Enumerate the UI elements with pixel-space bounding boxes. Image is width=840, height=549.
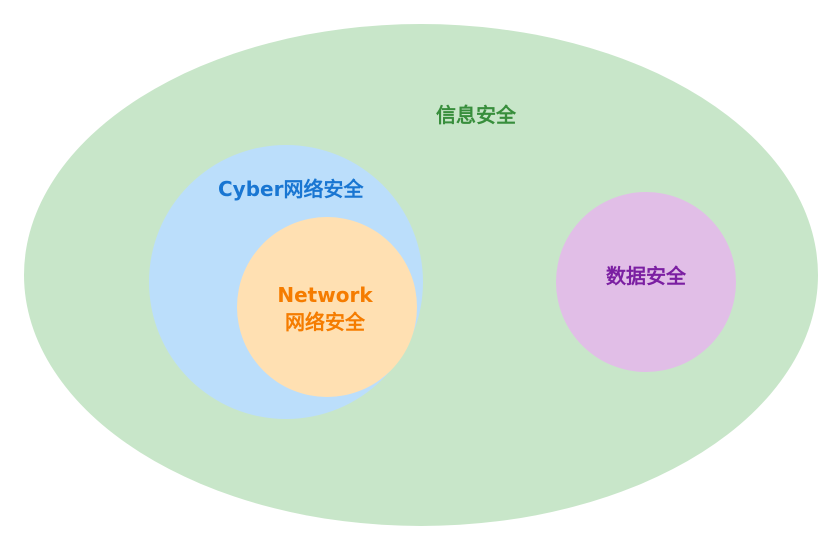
network-security-label-line1: Network [277, 283, 373, 307]
network-security-circle [237, 217, 417, 397]
information-security-label: 信息安全 [436, 103, 516, 127]
data-security-label: 数据安全 [606, 264, 686, 288]
data-security-circle [556, 192, 736, 372]
network-security-label-line2: 网络安全 [285, 310, 365, 334]
cyber-security-label: Cyber网络安全 [218, 177, 364, 201]
network-security-label: Network 网络安全 [260, 282, 390, 336]
